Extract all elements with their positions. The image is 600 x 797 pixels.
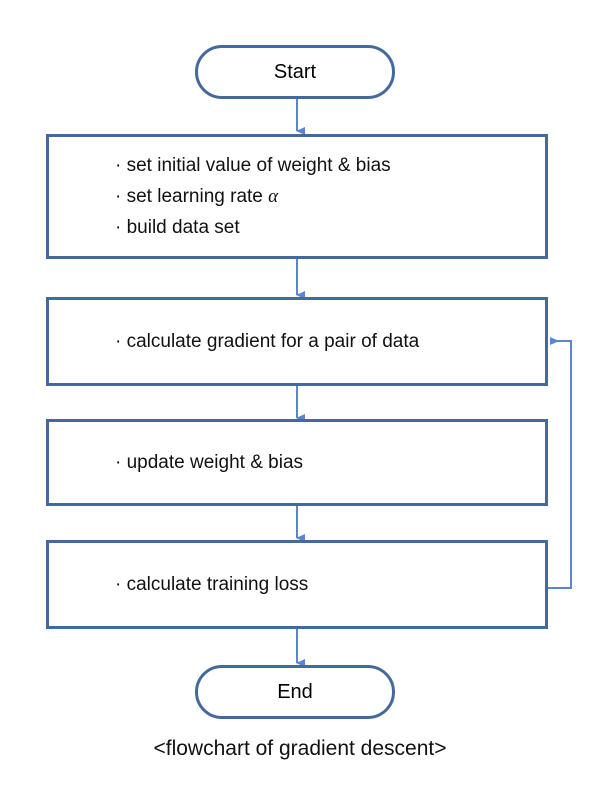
node-calculate-gradient[interactable]: · calculate gradient for a pair of data <box>46 297 548 386</box>
node-initialize-line-3: · build data set <box>115 217 240 238</box>
node-start-label: Start <box>273 61 317 83</box>
node-calculate-training-loss[interactable]: · calculate training loss <box>46 540 548 629</box>
node-initialize-line-2: · set learning rate α <box>115 181 531 212</box>
node-update-weight-bias[interactable]: · update weight & bias <box>46 419 548 506</box>
node-calculate-training-loss-line-1: · calculate training loss <box>115 574 309 595</box>
node-initialize[interactable]: · set initial value of weight & bias · s… <box>46 134 548 259</box>
edge-loss-feedback-to-gradient <box>548 337 572 589</box>
alpha-symbol: α <box>268 186 279 207</box>
node-initialize-line-2-text: · set learning rate <box>115 186 269 207</box>
node-end[interactable]: End <box>195 665 395 719</box>
diagram-caption: <flowchart of gradient descent> <box>153 737 447 760</box>
node-update-weight-bias-line-1: · update weight & bias <box>115 452 304 473</box>
node-initialize-line-1: · set initial value of weight & bias <box>115 155 391 176</box>
node-start[interactable]: Start <box>195 45 395 99</box>
node-end-label: End <box>277 681 313 703</box>
node-calculate-gradient-line-1: · calculate gradient for a pair of data <box>115 331 420 352</box>
